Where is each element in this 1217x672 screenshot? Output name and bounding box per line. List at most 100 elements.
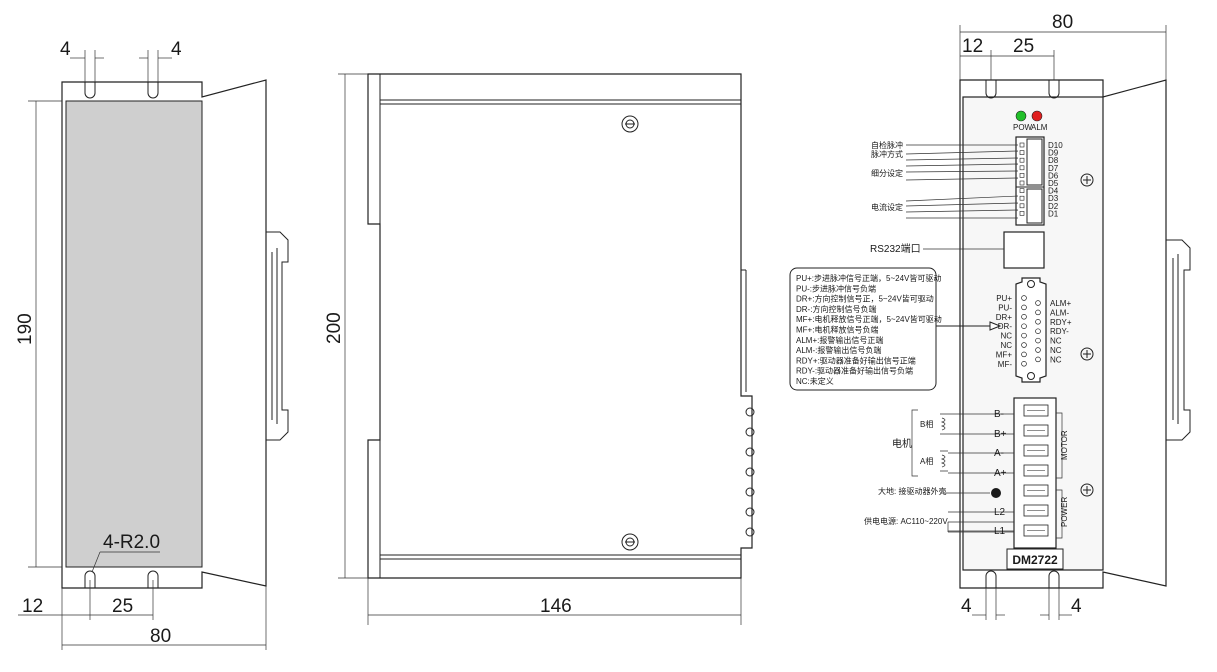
dip-pin-label: D6 (1048, 171, 1059, 180)
dim-middle-height: 200 (324, 312, 345, 344)
db15-right-pin-label: NC (1050, 355, 1062, 364)
ground-terminal-icon (991, 488, 1001, 498)
middle-view-screw-top (621, 115, 639, 133)
db15-left-pin-label: DR+ (996, 313, 1013, 322)
db15-pin (1021, 295, 1027, 301)
db15-left-pin-label: MF+ (996, 350, 1013, 359)
middle-view-terminal-block (745, 407, 755, 537)
signal-legend-line: RDY+:驱动器准备好输出信号正端 (796, 355, 916, 365)
signal-legend-line: DR-:方向控制信号负端 (796, 304, 876, 314)
dim-radius-note: 4-R2.0 (103, 532, 160, 553)
signal-legend-line: PU-:步进脉冲信号负端 (796, 283, 876, 293)
db15-pin (1035, 319, 1041, 325)
dip-label-pulse-mode: 脉冲方式 (871, 149, 903, 159)
right-view-din-clip (1166, 239, 1191, 441)
db15-pin (1035, 356, 1041, 363)
db15-pin (1021, 361, 1027, 367)
dim-left-height: 190 (15, 313, 36, 345)
dip-switch-lever (1019, 188, 1025, 193)
signal-legend-line: ALM+:报警输出信号正端 (796, 335, 883, 345)
terminal-block: MOTOR POWER (1013, 397, 1069, 549)
left-view: 4 4 190 4-R2.0 12 25 80 (15, 39, 289, 650)
db15-right-pin-label: ALM- (1050, 308, 1069, 317)
motor-pin-label: B+ (994, 429, 1007, 440)
motor-pin-label: B- (994, 409, 1004, 420)
db15-pin (1021, 323, 1027, 329)
dim-middle-depth: 146 (540, 596, 572, 617)
dim-right-top-pitch: 25 (1013, 36, 1034, 57)
dip-pin-label: D1 (1048, 209, 1059, 218)
model-label-box (1006, 548, 1064, 570)
db15-left-pin-label: PU- (998, 303, 1012, 312)
signal-legend-line: ALM-:报警输出信号负端 (796, 345, 881, 355)
db15-right-pin-label: ALM+ (1050, 299, 1071, 308)
dip-switch-lever (1019, 173, 1025, 178)
db15-connector: PU+PU-DR+DR-NCNCMF+MF-ALM+ALM-RDY+RDY-NC… (996, 277, 1072, 383)
middle-view-body (367, 73, 753, 579)
dim-right-bottom-slot-b: 4 (1071, 596, 1082, 617)
left-view-din-clip (266, 231, 289, 441)
dip-switch-lever (1019, 195, 1025, 201)
middle-view-screw-bottom (621, 533, 639, 551)
middle-view: 200 146 (324, 73, 755, 625)
left-view-slots (84, 82, 159, 588)
left-view-heatsink (65, 100, 203, 568)
dip-switch-lever (1019, 142, 1025, 148)
dip-switch-lever (1019, 150, 1025, 155)
db15-pin (1035, 347, 1041, 353)
motor-pin-label: A- (994, 448, 1004, 459)
terminal-block-housing (1013, 397, 1057, 549)
db15-pin (1021, 332, 1027, 339)
right-view-screws (1080, 173, 1094, 497)
dim-left-top-slot-b: 4 (171, 39, 182, 60)
dim-left-top-slot-a: 4 (60, 39, 71, 60)
dip-switch-lever (1019, 203, 1025, 209)
dip-label-self-test: 自检脉冲 (871, 140, 903, 150)
signal-legend-line: RDY-:驱动器准备好输出信号负端 (796, 366, 913, 376)
db15-left-pin-label: MF- (998, 360, 1013, 369)
db15-pin (1021, 314, 1027, 320)
legend-arrow-icon (936, 321, 1002, 331)
alm-led-icon (1031, 110, 1043, 122)
motor-group-label: MOTOR (1060, 430, 1069, 460)
power-pin-label: L1 (994, 526, 1006, 537)
pow-led-icon (1015, 110, 1027, 122)
dip-pin-label: D4 (1048, 187, 1059, 196)
right-view-slots (985, 80, 1060, 588)
dip-pin-label: D7 (1048, 164, 1059, 173)
db15-left-pin-label: NC (1000, 332, 1012, 341)
phase-b-label: B相 (920, 419, 933, 429)
dip-label-microstep: 细分设定 (871, 168, 903, 178)
motor-coil-icon (911, 409, 948, 477)
signal-legend-line: MF+:电机释放信号负端 (796, 325, 878, 335)
db15-housing (1015, 277, 1047, 383)
motor-label: 电机 (892, 437, 912, 450)
dim-left-bottom-pitch: 25 (112, 596, 133, 617)
signal-legend-line: NC:未定义 (796, 376, 834, 386)
ground-label: 大地: 接驱动器外壳 (878, 486, 946, 496)
db15-left-pin-label: DR- (998, 322, 1013, 331)
dip-switch-lever (1019, 180, 1025, 186)
power-pin-label: L2 (994, 507, 1006, 518)
db15-pin (1035, 337, 1041, 344)
db15-left-pin-label: NC (1000, 341, 1012, 350)
db15-right-pin-label: NC (1050, 346, 1062, 355)
db15-left-pin-label: PU+ (996, 294, 1012, 303)
supply-label: 供电电源: AC110~220V (864, 516, 948, 526)
db15-pin (1021, 304, 1027, 311)
rs232-label: RS232端口 (870, 242, 921, 255)
motor-pin-label: A+ (994, 468, 1007, 479)
dip-switch-lever (1019, 211, 1025, 216)
db15-pin (1035, 300, 1041, 306)
signal-legend: PU+:步进脉冲信号正端，5~24V皆可驱动PU-:步进脉冲信号负端DR+:方向… (789, 267, 942, 391)
alm-label: ALM (1031, 123, 1048, 132)
dim-right-bottom-slot-a: 4 (961, 596, 972, 617)
dip-switch-lever (1019, 157, 1025, 163)
dip-label-current: 电流设定 (871, 202, 903, 212)
dim-right-total-width: 80 (1052, 12, 1073, 33)
dim-left-total-width: 80 (150, 626, 171, 647)
signal-legend-line: MF+:电机释放信号正端，5~24V皆可驱动 (796, 314, 942, 324)
db15-right-pin-label: NC (1050, 337, 1062, 346)
